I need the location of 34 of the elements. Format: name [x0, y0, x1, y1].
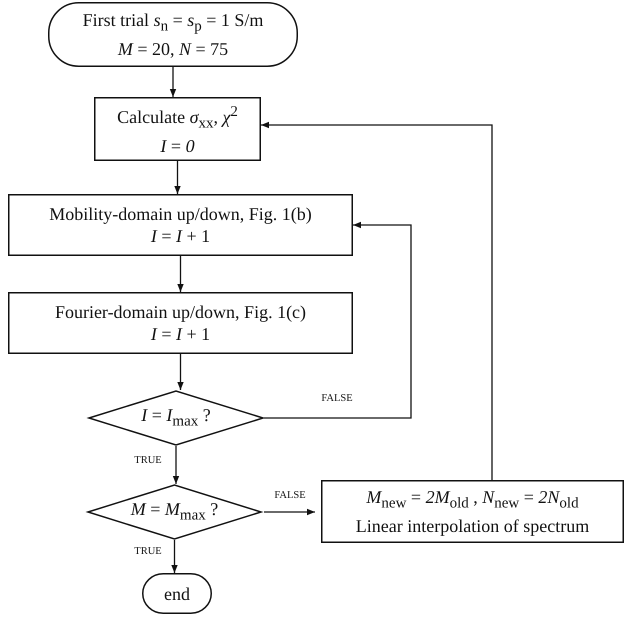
node-text: end: [164, 582, 190, 604]
terminal-shape: [48, 2, 298, 67]
edge-label: TRUE: [133, 546, 163, 557]
node-text: M = 20, N = 75: [118, 38, 228, 60]
arrow: [177, 256, 184, 292]
arrow: [172, 446, 180, 484]
arrow: [171, 540, 178, 573]
arrow: [177, 354, 184, 390]
decision-diamond: [88, 390, 264, 446]
node-text: M = M$_{max}$ ?: [130, 498, 218, 526]
edge-label: TRUE: [133, 455, 163, 466]
process-box: [8, 292, 353, 354]
edge-label: FALSE: [273, 490, 307, 501]
node-text: M$_{new}$ = 2M$_{old}$ , N$_{new}$ = 2N$_{old}$: [366, 486, 579, 514]
arrow: [261, 122, 493, 480]
node-text: Calculate σ$_{xx}$, χ$^{2}$: [117, 103, 238, 134]
node-text: First trial s$_{n}$ = s$_{p}$ = 1 S/m: [82, 9, 264, 37]
node-text: Mobility-domain up/down, Fig. 1(b): [49, 203, 312, 225]
arrow: [170, 67, 176, 97]
node-text: I = I + 1: [150, 323, 210, 345]
decision-diamond: [87, 484, 262, 540]
node-text: Fourier-domain up/down, Fig. 1(c): [54, 301, 306, 323]
node-text: I = I + 1: [150, 225, 210, 247]
edge-label: FALSE: [320, 393, 354, 404]
arrow: [264, 222, 412, 419]
node-text: Linear interpolation of spectrum: [356, 514, 590, 537]
terminal-shape: [142, 573, 212, 614]
node-text: I = 0: [160, 134, 195, 157]
arrow: [174, 161, 181, 194]
arrow: [264, 508, 315, 516]
process-box: [94, 97, 261, 161]
process-box: [321, 480, 624, 543]
process-box: [8, 194, 353, 256]
node-text: I = I$_{max}$ ?: [141, 404, 211, 432]
